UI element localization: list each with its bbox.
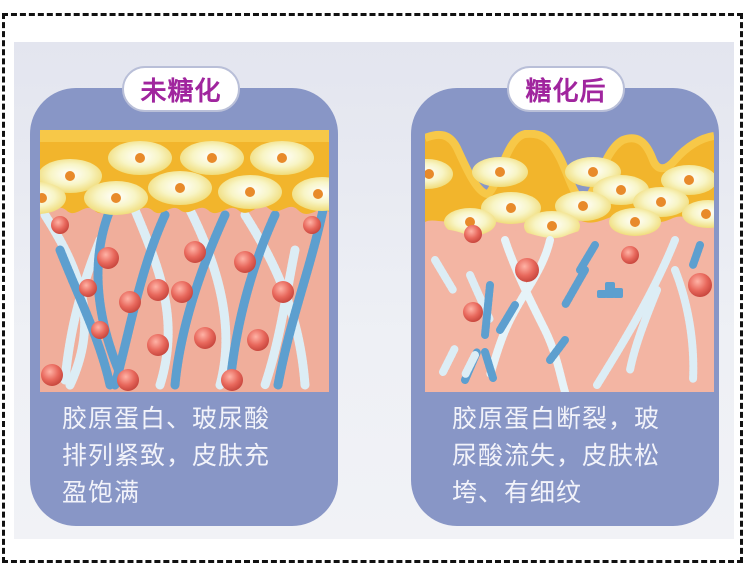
skin-illustration-damaged	[425, 130, 714, 392]
caption-line: 垮、有细纹	[452, 478, 583, 507]
before-glycation-label: 未糖化	[122, 66, 240, 112]
skin-illustration-intact	[40, 130, 329, 392]
caption-line: 排列紧致，皮肤充	[62, 441, 271, 470]
after-glycation-label: 糖化后	[507, 66, 625, 112]
dashed-frame	[2, 13, 743, 563]
caption-line: 胶原蛋白、玻尿酸	[62, 404, 271, 433]
after-glycation-caption: 胶原蛋白断裂，玻 尿酸流失，皮肤松 垮、有细纹	[452, 400, 722, 511]
caption-line: 尿酸流失，皮肤松	[452, 441, 661, 470]
before-glycation-caption: 胶原蛋白、玻尿酸 排列紧致，皮肤充 盈饱满	[62, 400, 332, 511]
caption-line: 胶原蛋白断裂，玻	[452, 404, 661, 433]
caption-line: 盈饱满	[62, 478, 141, 507]
